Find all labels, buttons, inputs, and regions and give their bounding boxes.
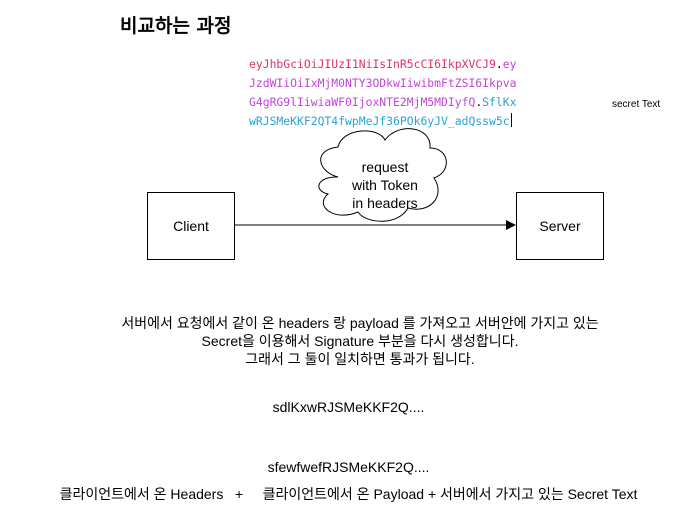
secret-text-label: secret Text <box>612 99 661 110</box>
description-line: 서버에서 요청에서 같이 온 headers 랑 payload 를 가져오고 … <box>121 315 599 331</box>
cloud-line: in headers <box>352 195 418 211</box>
token-segment: ey <box>502 57 517 71</box>
description: 서버에서 요청에서 같이 온 headers 랑 payload 를 가져오고 … <box>40 314 680 368</box>
signature-sample-1: sdlKxwRJSMeKKF2Q.... <box>272 399 425 415</box>
token-line: JzdWIiOiIxMjM0NTY3ODkwIiwibmFtZSI6Ikpva <box>249 74 549 93</box>
description-line: 그래서 그 둘이 일치하면 통과가 됩니다. <box>245 351 475 367</box>
description-line: Secret을 이용해서 Signature 부분을 다시 생성합니다. <box>201 333 519 349</box>
token-segment: wRJSMeKKF2QT4fwpMeJf36POk6yJV_adQssw5c <box>249 114 510 128</box>
token-line: wRJSMeKKF2QT4fwpMeJf36POk6yJV_adQssw5c <box>249 112 549 131</box>
token-segment: . <box>475 95 483 109</box>
client-box: Client <box>147 192 235 260</box>
signature-sample-2: sfewfwefRJSMeKKF2Q.... <box>267 459 430 475</box>
token-segment: JzdWIiOiIxMjM0NTY3ODkwIiwibmFtZSI6Ikpva <box>249 76 517 90</box>
client-label: Client <box>173 218 209 234</box>
request-cloud-label: request with Token in headers <box>330 158 440 212</box>
cloud-line: request <box>361 159 409 175</box>
token-segment: . <box>495 57 503 71</box>
page-title: 비교하는 과정 <box>120 15 232 37</box>
text-cursor <box>510 113 512 127</box>
token-line: eyJhbGciOiJIUzI1NiIsInR5cCI6IkpXVCJ9.ey <box>249 55 549 74</box>
token-segment: G4gRG9lIiwiaWF0IjoxNTE2MjM5MDIyfQ <box>249 95 476 109</box>
cloud-line: with Token <box>352 177 418 193</box>
token-line: G4gRG9lIiwiaWF0IjoxNTE2MjM5MDIyfQ.SflKx <box>249 93 549 112</box>
server-label: Server <box>539 218 581 234</box>
token-segment: SflKx <box>482 95 517 109</box>
server-box: Server <box>516 192 604 260</box>
request-cloud-shape <box>318 128 447 222</box>
signature-formula: 클라이언트에서 온 Headers + 클라이언트에서 온 Payload + … <box>59 486 638 502</box>
token-segment: eyJhbGciOiJIUzI1NiIsInR5cCI6IkpXVCJ9 <box>249 57 496 71</box>
